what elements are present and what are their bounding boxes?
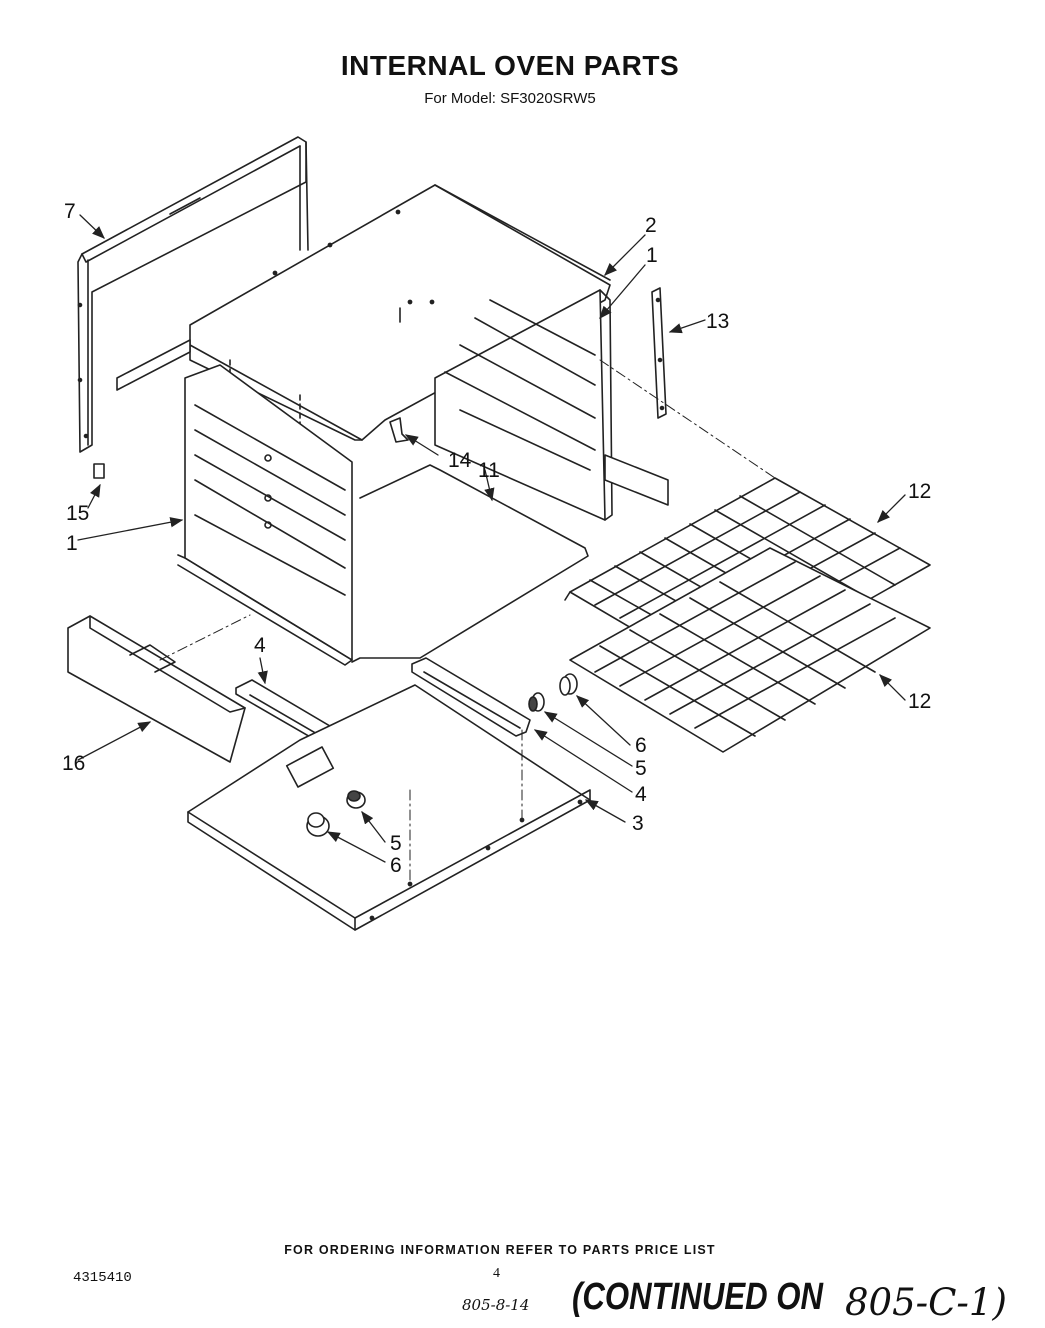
callout-15: 15 xyxy=(66,502,89,525)
vent-part-16 xyxy=(67,615,246,763)
left-side-panel-part-1 xyxy=(116,339,353,666)
callout-6-right: 6 xyxy=(635,734,647,757)
leader-lines xyxy=(77,214,906,863)
trim-strip-part-13 xyxy=(651,287,667,419)
callout-3: 3 xyxy=(632,812,644,835)
bracket-part-14 xyxy=(389,417,409,443)
grommet-part-5-right xyxy=(528,692,545,712)
callout-12-lower: 12 xyxy=(908,690,931,713)
page-title: INTERNAL OVEN PARTS xyxy=(340,50,680,81)
page-number: 4 xyxy=(493,1266,500,1281)
callout-11: 11 xyxy=(478,459,500,482)
callout-4-lower: 4 xyxy=(635,783,647,806)
oven-rack-lower-part-12 xyxy=(569,547,931,753)
document-number: 4315410 xyxy=(73,1270,132,1286)
knob-part-6-left xyxy=(306,812,330,837)
oven-bottom-part-11 xyxy=(351,464,589,663)
callout-6-left: 6 xyxy=(390,854,402,877)
front-frame-part-7 xyxy=(77,136,309,453)
continued-page-code: 805-C-1) xyxy=(845,1281,1007,1324)
callout-1-lower: 1 xyxy=(66,532,78,555)
assembly-guide-lines xyxy=(159,359,776,891)
callout-12-upper: 12 xyxy=(908,480,931,503)
callout-labels: 7 2 1 13 14 11 12 15 1 12 4 16 6 5 4 3 5… xyxy=(62,200,931,877)
callout-2: 2 xyxy=(645,214,657,237)
grommet-part-5-left xyxy=(346,790,366,809)
callout-1-upper: 1 xyxy=(646,244,658,267)
callout-5-left: 5 xyxy=(390,832,402,855)
callout-5-right: 5 xyxy=(635,757,647,780)
rail-right-part-4 xyxy=(411,657,531,737)
ordering-info-note: FOR ORDERING INFORMATION REFER TO PARTS … xyxy=(284,1243,716,1257)
callout-4-upper: 4 xyxy=(254,634,266,657)
knob-part-6-right xyxy=(559,673,578,696)
callout-7: 7 xyxy=(64,200,76,223)
clip-part-15 xyxy=(93,463,105,479)
callout-13: 13 xyxy=(706,310,729,333)
handwritten-reference: 805-8-14 xyxy=(462,1296,530,1314)
continued-on-label: (CONTINUED ON xyxy=(572,1276,824,1318)
model-subtitle: For Model: SF3020SRW5 xyxy=(424,90,596,107)
callout-14: 14 xyxy=(448,449,472,472)
callout-16: 16 xyxy=(62,752,85,775)
right-side-panel xyxy=(434,289,669,521)
